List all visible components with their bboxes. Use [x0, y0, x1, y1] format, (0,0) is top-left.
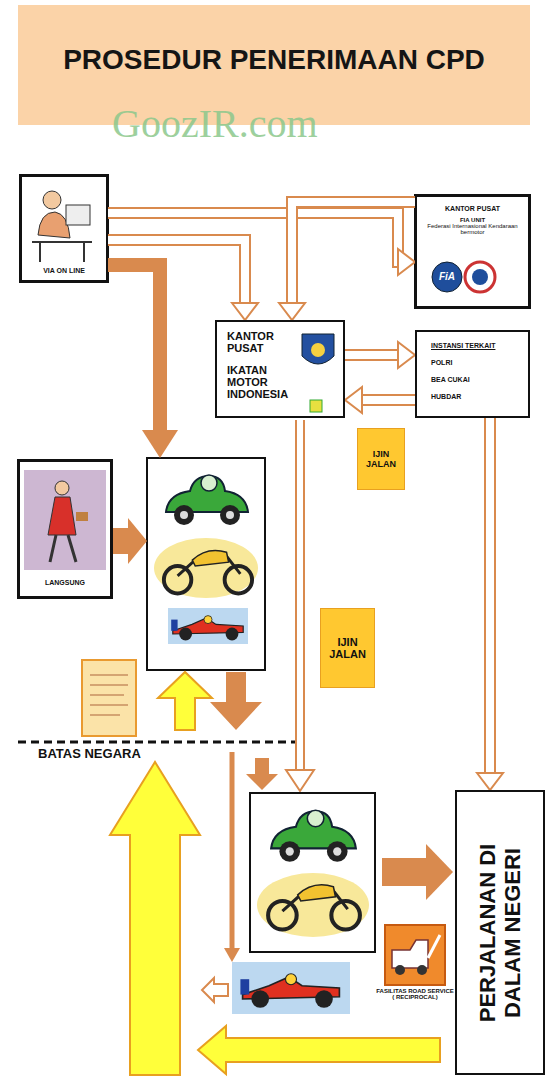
- node-heading: LANGSUNG: [45, 579, 85, 586]
- node-heading: IJIN JALAN: [362, 449, 400, 469]
- arrow-head: [398, 342, 415, 368]
- node-heading: FASILITAS ROAD SERVICE ( RECIPROCAL): [376, 988, 454, 1000]
- node-text: POLRI: [431, 359, 520, 366]
- destination-box: PERJALANAN DI DALAM NEGERI: [455, 790, 545, 1075]
- arrow-shaft-inner: [345, 351, 401, 359]
- node-heading: VIA ON LINE: [43, 267, 85, 274]
- title: PROSEDUR PENERIMAAN CPD: [18, 44, 530, 76]
- flow-arrow: [345, 387, 415, 413]
- arrow-head: [398, 249, 415, 275]
- agency-box: INSTANSI TERKAIT POLRI BEA CUKAI HUBDAR: [415, 330, 530, 418]
- node-text: HUBDAR: [431, 393, 520, 400]
- office-box: KANTOR PUSAT FIA UNITFederasi Internasion…: [415, 195, 530, 308]
- node-heading: PERJALANAN DI DALAM NEGERI: [475, 818, 526, 1048]
- permit-box: IJIN JALAN: [357, 428, 405, 490]
- arrow-head: [279, 303, 305, 320]
- flow-arrow: [279, 202, 415, 320]
- flow-arrow: [108, 240, 258, 320]
- node-heading: INSTANSI TERKAIT: [431, 342, 520, 349]
- node-text: FIA UNIT: [423, 217, 522, 223]
- office-box: KANTOR PUSAT IKATAN MOTOR INDONESIA: [215, 320, 345, 418]
- node-text: IKATAN MOTOR INDONESIA: [227, 364, 305, 400]
- arrow-shaft-inner: [108, 240, 245, 306]
- flow-arrow: [477, 418, 503, 790]
- arrow-shaft-inner: [359, 396, 415, 404]
- logo-text: FiA: [432, 271, 462, 282]
- node-heading: KANTOR PUSAT: [423, 205, 522, 212]
- arrow-shaft: [292, 202, 415, 306]
- permit-box: IJIN JALAN: [320, 608, 375, 688]
- flow-arrow: [345, 342, 415, 368]
- arrow-head: [345, 387, 362, 413]
- arrow-shaft: [345, 349, 401, 361]
- node-heading: KANTOR PUSAT: [227, 330, 305, 354]
- source-box: VIA ON LINE: [20, 175, 108, 282]
- border-label: BATAS NEGARA: [38, 746, 141, 761]
- service-icon-box: FASILITAS ROAD SERVICE ( RECIPROCAL): [385, 925, 445, 1004]
- arrow-shaft-inner: [292, 202, 415, 306]
- arrow-head: [232, 303, 258, 320]
- arrow-shaft: [484, 418, 496, 776]
- node-text: Federasi Internasional Kendaraan bermoto…: [423, 223, 522, 235]
- watermark: GoozIR.com: [112, 100, 318, 147]
- node-heading: IJIN JALAN: [325, 636, 370, 660]
- arrow-shaft: [359, 394, 415, 406]
- arrow-head: [477, 773, 503, 790]
- node-text: BEA CUKAI: [431, 376, 520, 383]
- arrow-shaft: [108, 240, 245, 306]
- source-box: LANGSUNG: [18, 460, 112, 598]
- arrow-shaft-inner: [486, 418, 494, 776]
